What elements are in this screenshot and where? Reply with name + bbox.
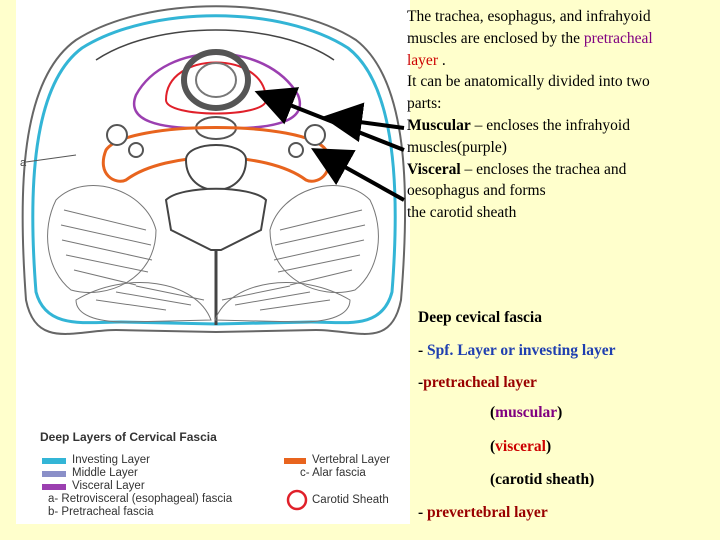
summary-heading: Deep cevical fascia — [418, 309, 542, 326]
summary-visceral: visceral — [495, 438, 546, 455]
desc-line-2a: muscles are enclosed by the — [407, 29, 584, 47]
legend-swatch-vertebral — [284, 458, 306, 464]
legend-swatch-investing — [42, 458, 66, 464]
legend-item-middle: Middle Layer — [72, 467, 138, 479]
summary-prevertebral-dash: - — [418, 504, 428, 521]
desc-visceral-text: – encloses the trachea and — [460, 160, 627, 178]
description-text: The trachea, esophagus, and infrahyoid m… — [407, 6, 712, 224]
summary-visceral-close: ) — [545, 438, 552, 455]
summary-visceral-open: ( — [490, 438, 496, 455]
summary-investing-line: - Spf. Layer or investing layer — [418, 342, 615, 360]
legend-swatch-visceral — [42, 484, 66, 490]
legend-item-carotid: Carotid Sheath — [312, 494, 389, 506]
desc-muscular-label: Muscular — [407, 116, 471, 134]
legend-item-pretracheal: b- Pretracheal fascia — [48, 506, 154, 518]
summary-prevertebral: prevertebral layer — [427, 504, 548, 521]
legend-swatch-carotid — [286, 489, 308, 511]
desc-pretracheal-word: pretracheal — [583, 29, 653, 47]
summary-pretracheal: pretracheal layer — [423, 374, 537, 391]
desc-visceral-label: Visceral — [407, 160, 461, 178]
desc-muscular-text: – encloses the infrahyoid — [470, 116, 630, 134]
summary-muscular-line: (muscular) — [490, 404, 562, 422]
summary-investing: Spf. Layer or investing layer — [427, 342, 616, 359]
legend-item-alar: c- Alar fascia — [300, 467, 366, 479]
legend-title: Deep Layers of Cervical Fascia — [40, 430, 217, 444]
summary-carotid: (carotid sheath) — [490, 471, 595, 488]
legend-item-retrovisceral: a- Retrovisceral (esophageal) fascia — [48, 493, 233, 505]
summary-prevertebral-line: - prevertebral layer — [418, 504, 548, 522]
desc-visceral-text-2: oesophagus and forms — [407, 182, 546, 200]
desc-layer-word: layer — [407, 51, 438, 69]
legend-item-vertebral: Vertebral Layer — [312, 454, 390, 466]
anatomy-figure: a Deep Layers of Cervical Fascia Investi… — [16, 0, 410, 524]
legend-swatch-middle — [42, 471, 66, 477]
summary-pretracheal-line: -pretracheal layer — [418, 374, 537, 392]
summary-pretracheal-dash: - — [418, 374, 424, 391]
desc-line-3b: . — [437, 51, 446, 69]
label-a: a — [20, 157, 27, 169]
legend-item-investing: Investing Layer — [72, 454, 150, 466]
desc-visceral-text-3: the carotid sheath — [407, 204, 517, 222]
desc-line-4: It can be anatomically divided into two — [407, 73, 650, 91]
legend-item-visceral: Visceral Layer — [72, 480, 145, 492]
summary-investing-dash: - — [418, 342, 428, 359]
neck-cross-section-diagram: a — [20, 5, 407, 511]
desc-line-1: The trachea, esophagus, and infrahyoid — [407, 8, 651, 25]
summary-visceral-line: (visceral) — [490, 438, 551, 456]
summary-muscular-open: ( — [490, 404, 496, 421]
summary-muscular: muscular — [495, 404, 558, 421]
desc-line-5: parts: — [407, 95, 442, 113]
desc-muscular-text-2: muscles(purple) — [407, 138, 507, 156]
summary-muscular-close: ) — [557, 404, 563, 421]
